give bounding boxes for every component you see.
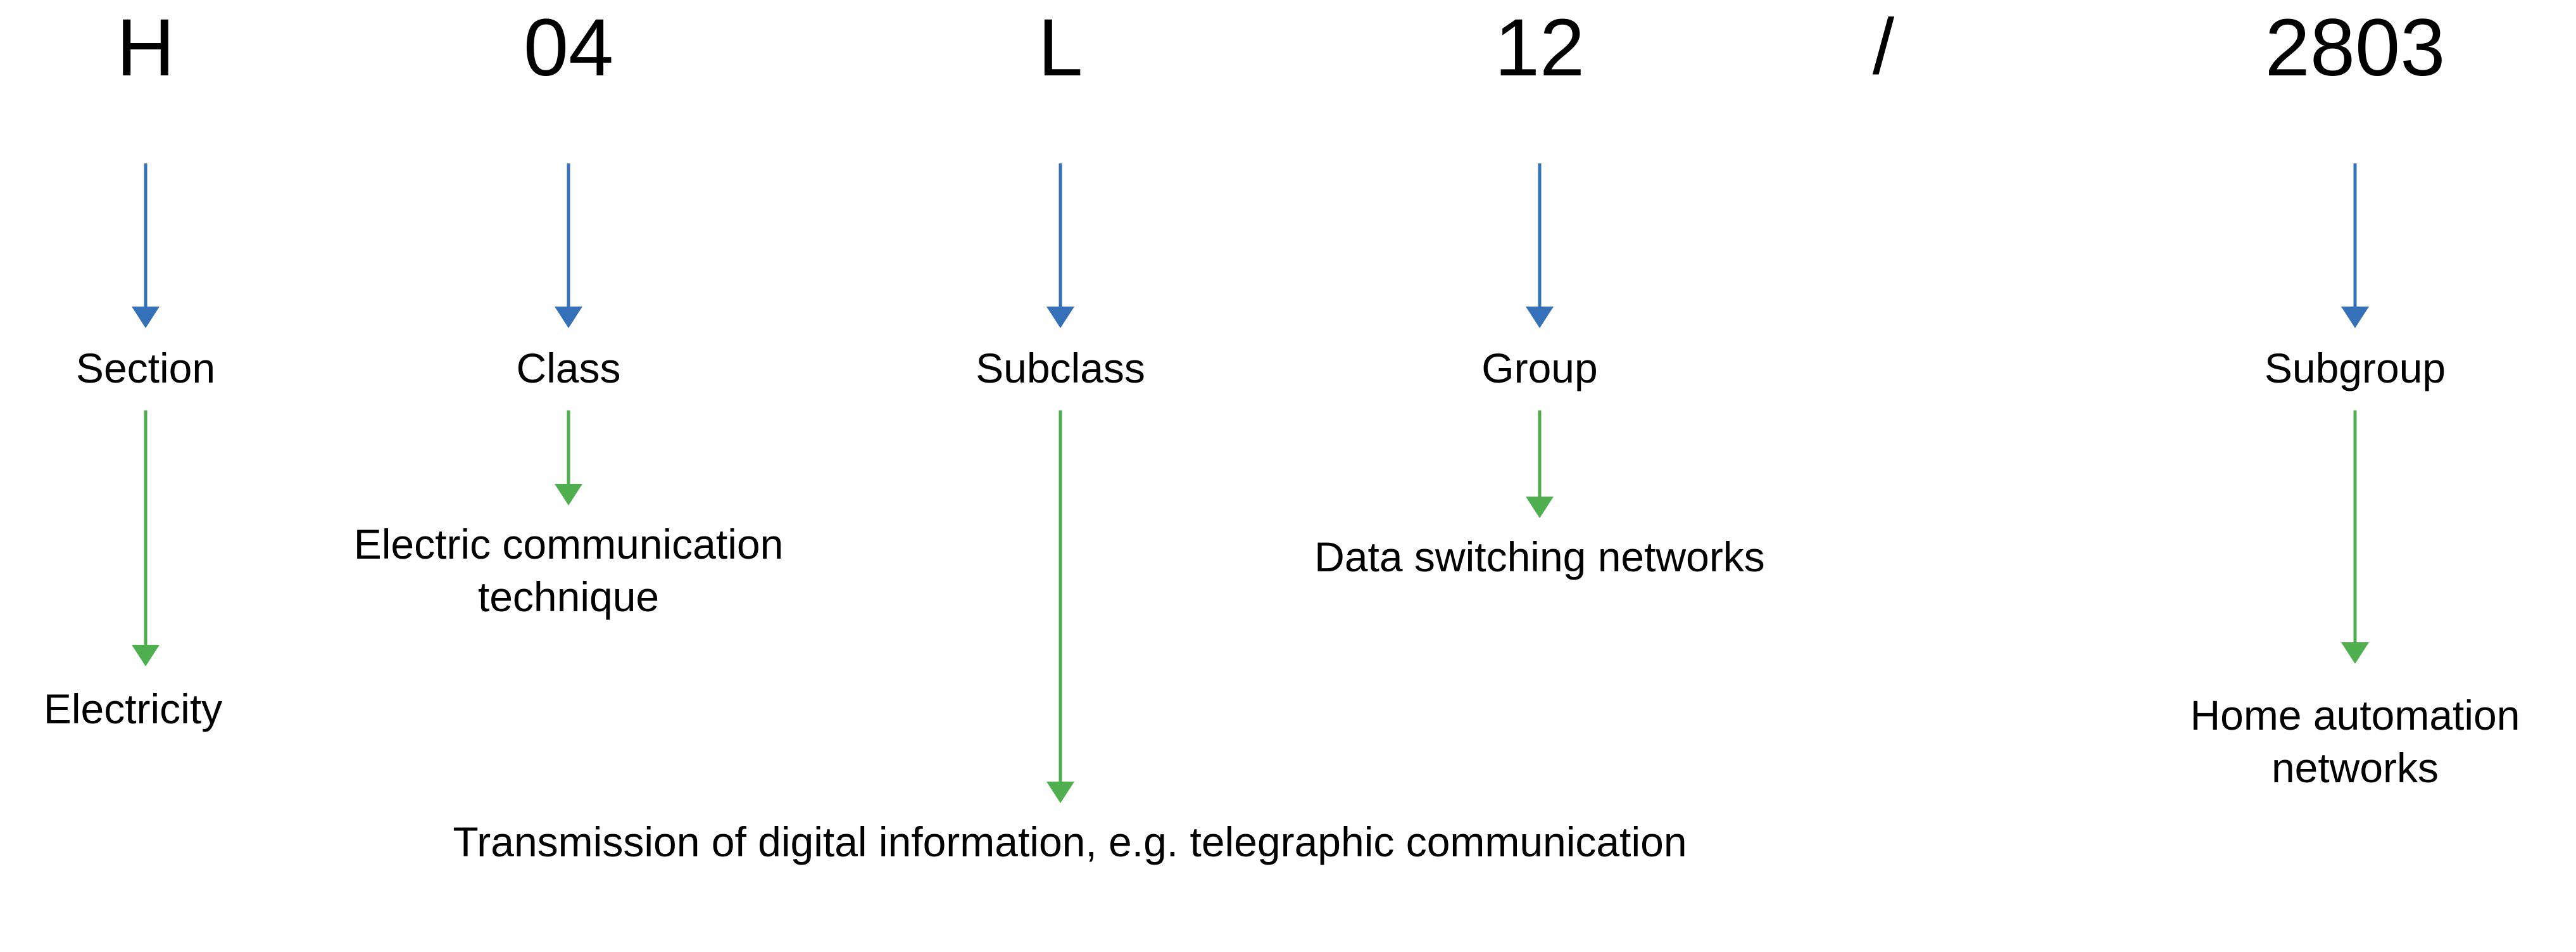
level-to-description-arrow-subgroup xyxy=(2341,410,2369,664)
level-to-description-arrow-subclass xyxy=(1046,410,1074,803)
level-to-description-arrow-group xyxy=(1526,410,1554,518)
level-label-group: Group xyxy=(1481,345,1598,391)
level-to-description-arrow-section xyxy=(132,410,160,666)
code-token-separator: / xyxy=(1872,3,1895,91)
code-token-subgroup: 2803 xyxy=(2265,3,2446,93)
description-subgroup: Home automation networks xyxy=(2190,692,2520,791)
description-subclass: Transmission of digital information, e.g… xyxy=(453,818,1687,865)
level-label-subclass: Subclass xyxy=(976,345,1145,391)
code-to-level-arrow-subclass xyxy=(1046,163,1074,328)
level-label-section: Section xyxy=(75,345,216,391)
description-section: Electricity xyxy=(43,685,223,732)
code-token-subclass: L xyxy=(1038,3,1083,93)
code-token-section: H xyxy=(116,3,175,93)
code-to-level-arrow-subgroup xyxy=(2341,163,2369,328)
level-label-class: Class xyxy=(516,345,621,391)
code-token-group: 12 xyxy=(1494,3,1585,93)
code-to-level-arrow-class xyxy=(555,163,582,328)
code-token-class: 04 xyxy=(523,3,614,93)
level-to-description-arrow-class xyxy=(555,410,582,505)
description-class: Electric communication technique xyxy=(353,521,784,620)
code-to-level-arrow-group xyxy=(1526,163,1554,328)
level-label-subgroup: Subgroup xyxy=(2264,345,2446,391)
description-group: Data switching networks xyxy=(1314,533,1765,580)
code-to-level-arrow-section xyxy=(132,163,160,328)
